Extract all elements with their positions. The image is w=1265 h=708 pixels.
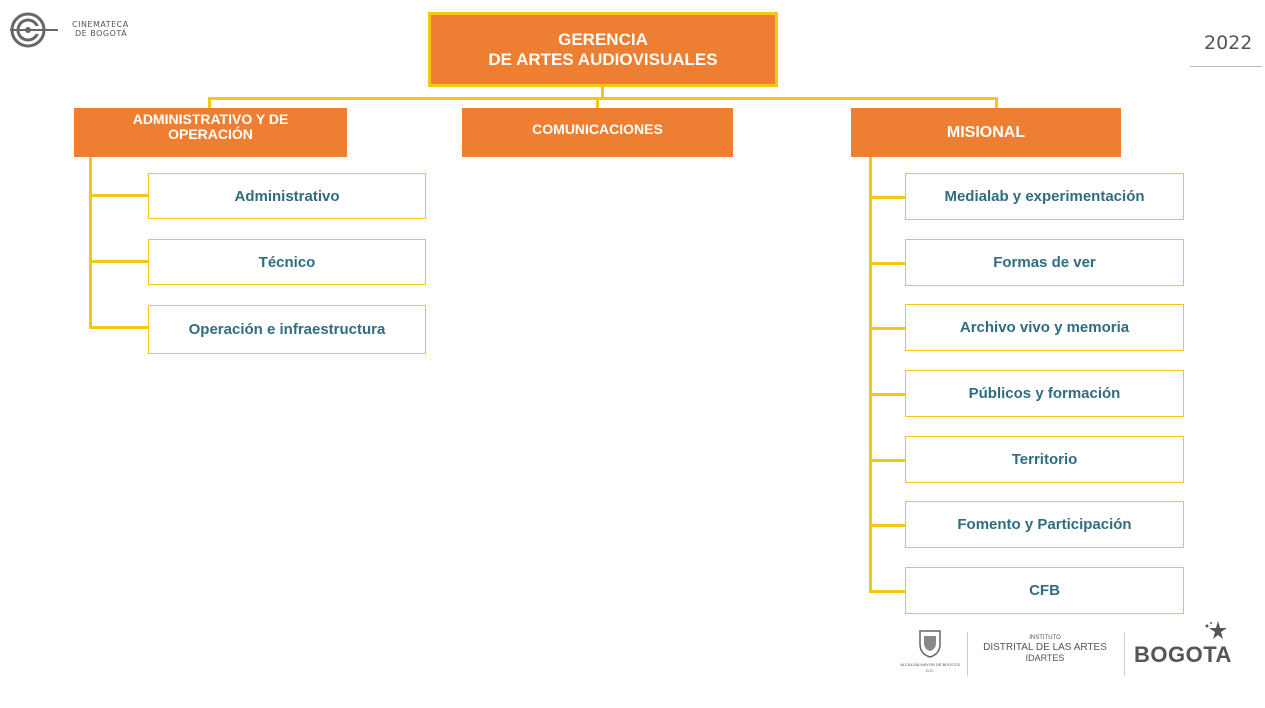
misional-child-cfb: CFB bbox=[905, 567, 1184, 614]
connector-admin-child-3 bbox=[89, 326, 148, 329]
misional-child-fomento: Fomento y Participación bbox=[905, 501, 1184, 548]
idartes-line2: DISTRITAL DE LAS ARTES bbox=[983, 642, 1107, 653]
misional-child-publicos: Públicos y formación bbox=[905, 370, 1184, 417]
misional-child-formas-de-ver: Formas de ver bbox=[905, 239, 1184, 286]
connector-admin-child-1 bbox=[89, 194, 148, 197]
connector-comunicaciones-drop bbox=[596, 97, 599, 108]
admin-box: ADMINISTRATIVO Y DE OPERACIÓN bbox=[74, 108, 347, 157]
footer-divider-2 bbox=[1124, 632, 1125, 676]
connector-misional-child-5 bbox=[869, 459, 906, 462]
misional-child-medialab: Medialab y experimentación bbox=[905, 173, 1184, 220]
misional-child-territorio: Territorio bbox=[905, 436, 1184, 483]
admin-child-operacion: Operación e infraestructura bbox=[148, 305, 426, 354]
idartes-line3: IDARTES bbox=[1025, 653, 1065, 663]
bogota-wordmark: BOGOTA bbox=[1134, 642, 1232, 667]
connector-misional-trunk bbox=[869, 156, 872, 592]
connector-admin-trunk bbox=[89, 156, 92, 328]
cinemateca-logo: CINEMATECA DE BOGOTÁ bbox=[10, 12, 210, 48]
alcaldia-caption: ALCALDÍA MAYOR DE BOGOTÁ D.C. bbox=[900, 662, 960, 673]
connector-misional-child-3 bbox=[869, 327, 906, 330]
connector-misional-drop bbox=[995, 97, 998, 108]
idartes-logo: INSTITUTO DISTRITAL DE LAS ARTES IDARTES bbox=[975, 634, 1115, 663]
year-underline bbox=[1190, 66, 1262, 67]
alcaldia-logo: ALCALDÍA MAYOR DE BOGOTÁ D.C. bbox=[900, 628, 960, 682]
admin-child-tecnico: Técnico bbox=[148, 239, 426, 285]
logo-line1: CINEMATECA bbox=[72, 20, 129, 29]
admin-title-line1: ADMINISTRATIVO Y DE bbox=[132, 111, 289, 127]
logo-line2: DE BOGOTÁ bbox=[75, 29, 128, 38]
gerencia-box: GERENCIA DE ARTES AUDIOVISUALES bbox=[428, 12, 778, 87]
admin-title-line2: OPERACIÓN bbox=[168, 126, 253, 142]
connector-misional-child-6 bbox=[869, 524, 906, 527]
cinemateca-logo-icon bbox=[10, 12, 58, 48]
gerencia-title-line1: GERENCIA bbox=[558, 29, 648, 49]
year-label: 2022 bbox=[1204, 32, 1253, 54]
connector-misional-child-4 bbox=[869, 393, 906, 396]
connector-misional-child-1 bbox=[869, 196, 906, 199]
bogota-star-icon bbox=[1205, 621, 1227, 639]
bogota-logo: BOGOTA bbox=[1134, 620, 1244, 680]
misional-title: MISIONAL bbox=[946, 124, 1026, 141]
connector-top-vertical bbox=[601, 86, 604, 99]
gerencia-title-line2: DE ARTES AUDIOVISUALES bbox=[488, 49, 718, 69]
coat-of-arms-icon bbox=[919, 630, 941, 658]
connector-horizontal-main bbox=[208, 97, 998, 100]
connector-misional-child-7 bbox=[869, 590, 906, 593]
misional-box: MISIONAL bbox=[851, 108, 1121, 157]
comunicaciones-title: COMUNICACIONES bbox=[532, 121, 663, 137]
footer-divider-1 bbox=[967, 632, 968, 676]
connector-admin-child-2 bbox=[89, 260, 148, 263]
comunicaciones-box: COMUNICACIONES bbox=[462, 108, 733, 157]
admin-child-administrativo: Administrativo bbox=[148, 173, 426, 219]
misional-child-archivo: Archivo vivo y memoria bbox=[905, 304, 1184, 351]
idartes-line1: INSTITUTO bbox=[1029, 635, 1061, 641]
connector-misional-child-2 bbox=[869, 262, 906, 265]
connector-admin-drop bbox=[208, 97, 211, 108]
